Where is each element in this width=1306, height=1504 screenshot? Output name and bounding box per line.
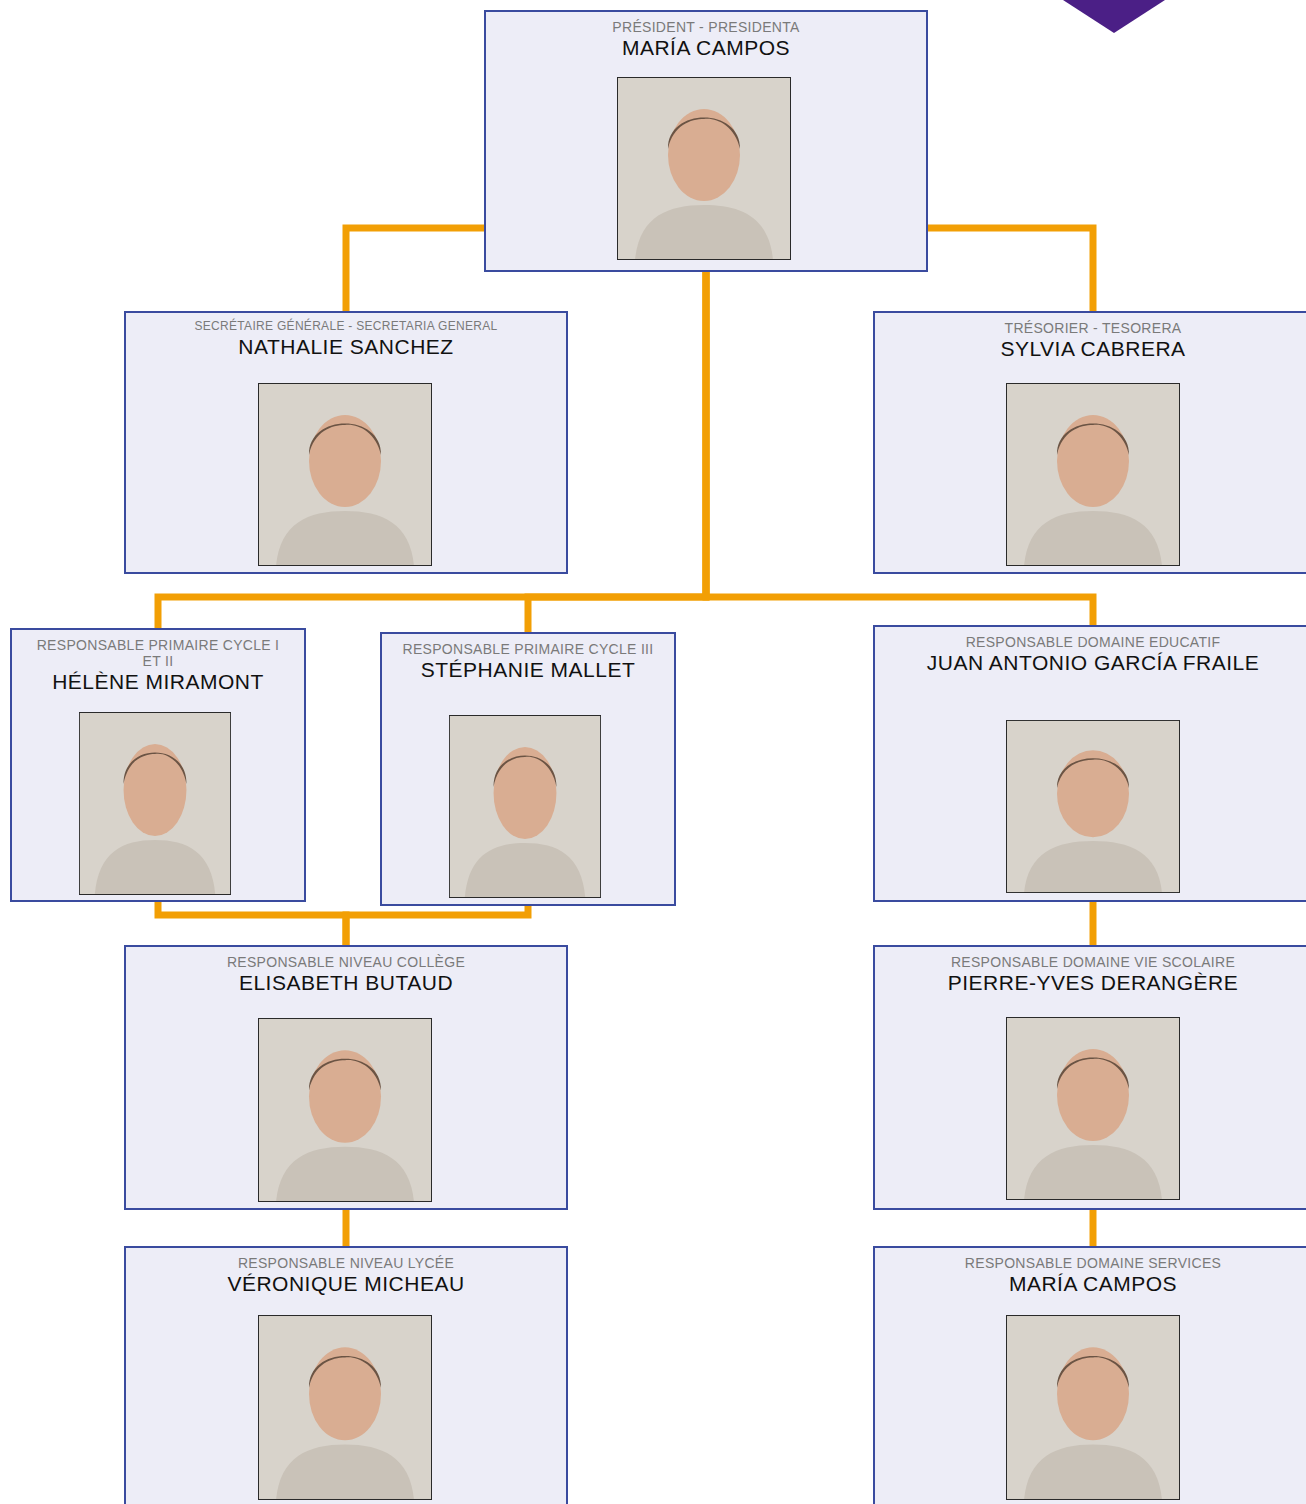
role-label: RESPONSABLE NIVEAU COLLÈGE bbox=[136, 954, 556, 970]
person-name: PIERRE-YVES DERANGÈRE bbox=[883, 970, 1303, 995]
org-connector bbox=[158, 902, 346, 945]
portrait-photo bbox=[258, 1018, 432, 1202]
org-connector bbox=[346, 906, 528, 945]
org-connector bbox=[928, 228, 1093, 311]
org-connector bbox=[343, 1210, 350, 1246]
portrait-photo bbox=[1006, 1315, 1180, 1500]
person-name: VÉRONIQUE MICHEAU bbox=[136, 1271, 556, 1296]
role-label: SECRÉTAIRE GÉNÉRALE - SECRETARIA GENERAL bbox=[131, 320, 561, 334]
person-name: MARÍA CAMPOS bbox=[496, 35, 916, 60]
person-name: JUAN ANTONIO GARCÍA FRAILE bbox=[918, 650, 1268, 675]
role-label: RESPONSABLE DOMAINE EDUCATIF bbox=[883, 634, 1303, 650]
portrait-photo bbox=[1006, 720, 1180, 893]
portrait-photo bbox=[1006, 1017, 1180, 1200]
portrait-photo bbox=[449, 715, 601, 898]
org-connector bbox=[346, 228, 484, 311]
portrait-photo bbox=[617, 77, 791, 260]
org-connector bbox=[1090, 1210, 1097, 1246]
org-connector bbox=[1090, 902, 1097, 945]
portrait-photo bbox=[258, 383, 432, 566]
role-label: RESPONSABLE PRIMAIRE CYCLE III bbox=[397, 641, 659, 657]
portrait-photo bbox=[1006, 383, 1180, 566]
person-name: NATHALIE SANCHEZ bbox=[136, 334, 556, 359]
corner-badge bbox=[1063, 0, 1165, 33]
role-label: PRÉSIDENT - PRESIDENTA bbox=[496, 19, 916, 35]
person-name: HÉLÈNE MIRAMONT bbox=[18, 669, 298, 694]
portrait-photo bbox=[79, 712, 231, 895]
role-label: RESPONSABLE DOMAINE SERVICES bbox=[883, 1255, 1303, 1271]
role-label: RESPONSABLE NIVEAU LYCÉE bbox=[136, 1255, 556, 1271]
portrait-photo bbox=[258, 1315, 432, 1500]
person-name: STÉPHANIE MALLET bbox=[388, 657, 668, 682]
person-name: MARÍA CAMPOS bbox=[883, 1271, 1303, 1296]
role-label: RESPONSABLE PRIMAIRE CYCLE I ET II bbox=[27, 637, 289, 669]
role-label: TRÉSORIER - TESORERA bbox=[883, 320, 1303, 336]
role-label: RESPONSABLE DOMAINE VIE SCOLAIRE bbox=[883, 954, 1303, 970]
person-name: ELISABETH BUTAUD bbox=[136, 970, 556, 995]
person-name: SYLVIA CABRERA bbox=[883, 336, 1303, 361]
